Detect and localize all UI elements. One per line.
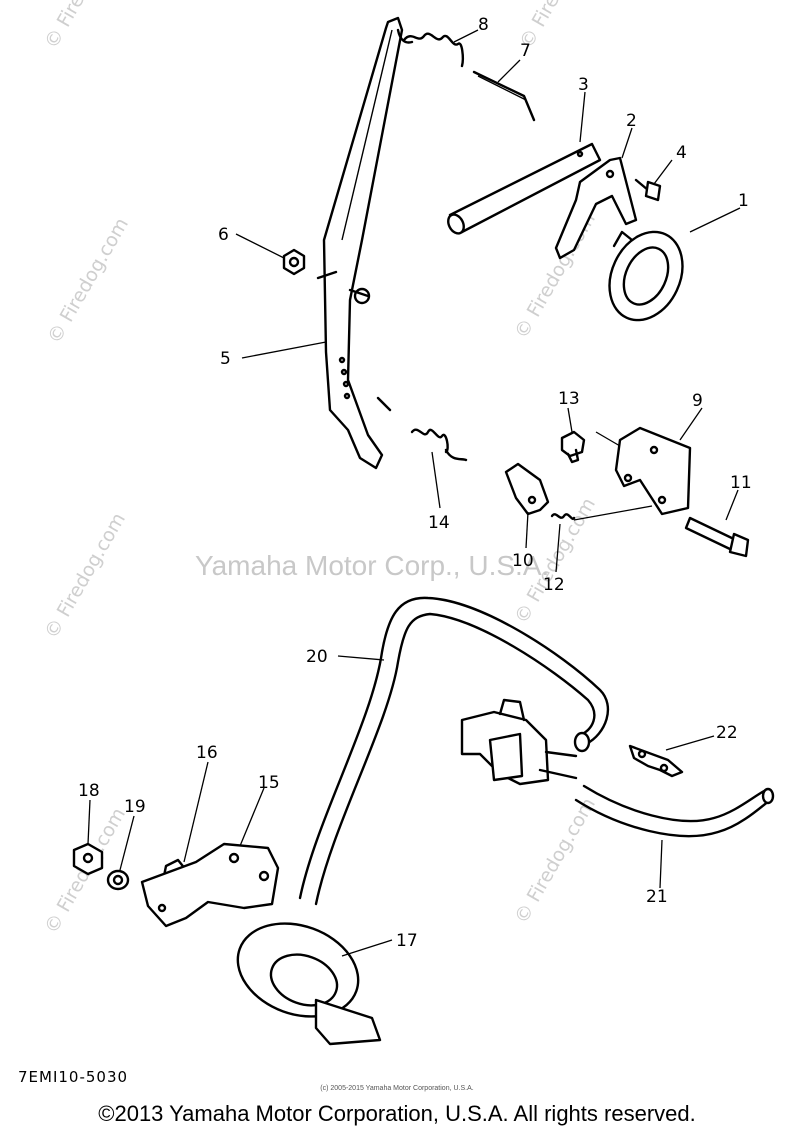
leader-20	[337, 655, 385, 661]
callout-8: 8	[478, 15, 489, 35]
leader-13	[567, 407, 573, 433]
callout-11: 11	[730, 473, 752, 493]
leader-5	[241, 341, 327, 359]
part-11-bolt	[684, 516, 750, 558]
leader-11	[725, 489, 739, 521]
leader-9	[679, 407, 703, 441]
leader-22	[665, 735, 715, 751]
part-1-ring-cam	[608, 230, 684, 322]
callout-4: 4	[676, 143, 687, 163]
small-copyright: (c) 2005-2015 Yamaha Motor Corporation, …	[320, 1085, 474, 1092]
callout-14: 14	[428, 513, 450, 533]
leader-2	[621, 127, 633, 159]
callout-7: 7	[520, 41, 531, 61]
part-10-bracket	[504, 462, 550, 516]
part-7-clip	[472, 70, 536, 122]
callout-1: 1	[738, 191, 749, 211]
callout-16: 16	[196, 743, 218, 763]
leader-12	[555, 523, 561, 573]
leader-3	[579, 91, 586, 143]
callout-labels: 1 2 3 4 5 6 7 8 9 10 11 12 13 14 15 16 1…	[78, 15, 752, 951]
part-9-bracket	[595, 426, 692, 516]
leader-6	[235, 233, 285, 259]
callout-20: 20	[306, 647, 328, 667]
leader-lines	[87, 29, 741, 957]
part-14-spring	[376, 396, 468, 462]
leader-15	[239, 787, 265, 847]
leader-7	[497, 59, 521, 83]
watermark-firedog-5: © Firedog.com	[40, 509, 130, 642]
callout-13: 13	[558, 389, 580, 409]
part-22-plate	[628, 744, 684, 778]
callout-9: 9	[692, 391, 703, 411]
callout-19: 19	[124, 797, 146, 817]
watermark-firedog-8: © Firedog.com	[510, 794, 600, 927]
part-17-diaphragm	[236, 922, 382, 1046]
part-4-bolt	[634, 178, 662, 202]
leader-10	[525, 511, 529, 549]
part-2-bracket	[554, 156, 638, 260]
part-21-hose	[574, 784, 775, 838]
callout-21: 21	[646, 887, 668, 907]
part-3-shaft	[447, 142, 602, 235]
leader-16	[183, 761, 209, 863]
callout-6: 6	[218, 225, 229, 245]
leader-14	[431, 451, 441, 509]
part-8-spring	[396, 28, 464, 68]
watermark-firedog-2: © Firedog.com	[40, 0, 130, 53]
part-12-spring	[550, 505, 653, 521]
callout-22: 22	[716, 723, 738, 743]
leader-17	[341, 939, 393, 957]
callout-12: 12	[543, 575, 565, 595]
leader-21	[659, 839, 663, 889]
watermark-yamaha: Yamaha Motor Corp., U.S.A.	[195, 550, 549, 581]
part-15-bracket	[140, 842, 280, 928]
callout-5: 5	[220, 349, 231, 369]
watermark-firedog-1: © Firedog.com	[43, 214, 133, 347]
part-6-nut	[282, 248, 306, 276]
callout-17: 17	[396, 931, 418, 951]
leader-1	[689, 207, 741, 233]
copyright-notice: ©2013 Yamaha Motor Corporation, U.S.A. A…	[98, 1101, 696, 1126]
part-18-nut	[72, 842, 104, 876]
callout-3: 3	[578, 75, 589, 95]
part-20-hose	[298, 596, 610, 906]
leader-4	[653, 159, 673, 185]
part-13-bolt	[560, 430, 586, 464]
leader-8	[453, 29, 479, 43]
part-5-throttle-lever	[316, 16, 404, 470]
leader-18	[87, 799, 91, 845]
callout-10: 10	[512, 551, 534, 571]
callout-2: 2	[626, 111, 637, 131]
diagram-code: 7EMI10-5030	[18, 1068, 129, 1086]
watermark-firedog-4: © Firedog.com	[510, 209, 600, 342]
callout-15: 15	[258, 773, 280, 793]
leader-19	[119, 815, 135, 871]
part-19-washer	[106, 869, 130, 891]
callout-18: 18	[78, 781, 100, 801]
solenoid-valve	[460, 698, 578, 786]
